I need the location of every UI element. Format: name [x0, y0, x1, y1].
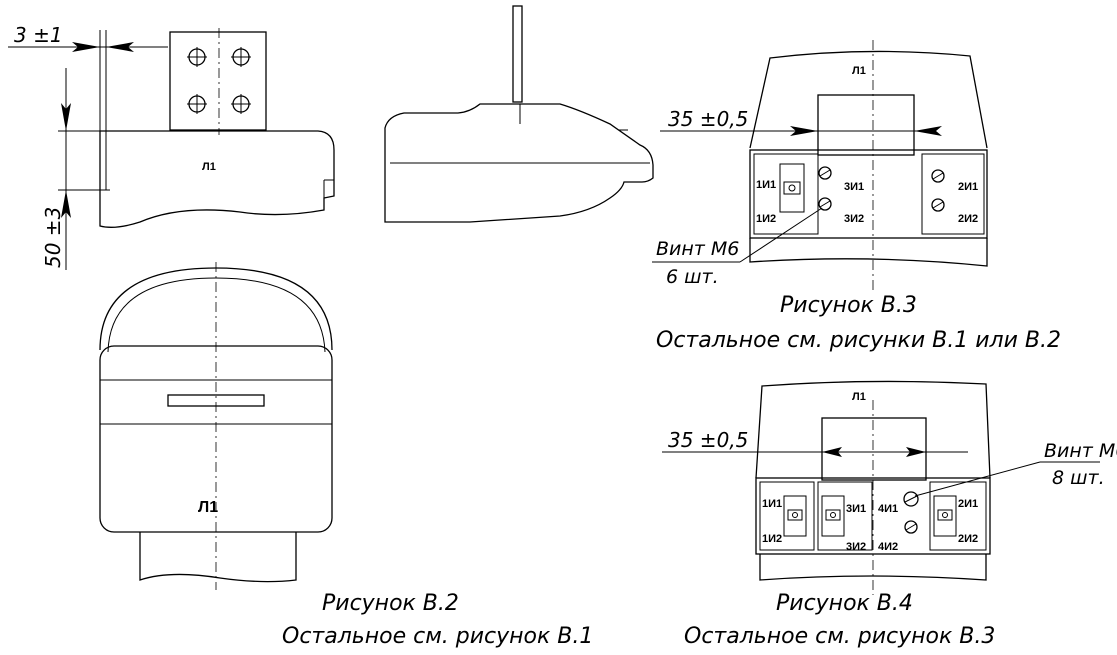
b2-caption-title: Рисунок В.2 — [322, 591, 459, 616]
b4-dimension-label: 35 ±0,5 — [668, 428, 748, 452]
b4-terminal-panel — [755, 477, 991, 555]
b3-screw-count: 6 шт. — [666, 266, 719, 288]
b4-marking-1i1: 1И1 — [762, 498, 782, 510]
b3-marking-2i1: 2И1 — [958, 181, 978, 193]
b3-broken-stem — [749, 238, 988, 267]
b3-marking-3i2: 3И2 — [844, 213, 864, 225]
b4-marking-2i1: 2И1 — [958, 498, 978, 510]
side-view-tube — [512, 5, 523, 103]
figure-b4: Л1 35 ±0,5 1И1 1И2 3И1 3И2 4И1 4И2 2И1 2… — [662, 380, 1117, 649]
b4-caption-note: Остальное см. рисунок В.3 — [684, 624, 995, 649]
b3-center-block — [817, 94, 915, 156]
b4-marking-4i1: 4И1 — [878, 503, 898, 515]
b4-marking-4i2: 4И2 — [878, 541, 898, 553]
b4-screw-count: 8 шт. — [1052, 467, 1105, 489]
b4-broken-stem — [759, 554, 987, 581]
b3-screw-leader: Винт М6 6 шт. — [652, 207, 823, 288]
figure-side-view — [384, 5, 654, 223]
figure-housing-with-plate: Л1 3 ±1 50 ±3 — [8, 23, 335, 270]
figure-b2: Л1 Рисунок В.2 Остальное см. рисунок В.1 — [99, 262, 593, 649]
dimension-height-label: 50 ±3 — [41, 207, 65, 268]
mounting-plate — [169, 31, 267, 131]
plate-bolt-holes — [187, 47, 251, 114]
b3-dimension: 35 ±0,5 — [660, 107, 942, 136]
b4-marking-l1: Л1 — [852, 391, 866, 403]
b3-screw-title: Винт М6 — [656, 238, 739, 260]
b4-dimension: 35 ±0,5 — [662, 428, 968, 457]
b4-marking-2i2: 2И2 — [958, 533, 978, 545]
marking-l1: Л1 — [202, 161, 216, 173]
b4-head — [755, 380, 991, 479]
b4-center-block — [821, 417, 927, 481]
b4-caption-title: Рисунок В.4 — [776, 591, 913, 616]
b4-screw-leader: Винт М6 8 шт. — [914, 440, 1117, 497]
b3-marking-1i1: 1И1 — [756, 179, 776, 191]
b3-caption-note: Остальное см. рисунки В.1 или В.2 — [656, 328, 1061, 353]
b2-caption-note: Остальное см. рисунок В.1 — [282, 624, 593, 649]
figure-b3: Л1 35 ±0,5 1И1 1И2 3И1 3И2 2И1 2И2 — [652, 40, 1061, 353]
dimension-height: 50 ±3 — [41, 68, 110, 270]
b4-marking-3i2: 3И2 — [846, 541, 866, 553]
side-view-body — [384, 103, 654, 223]
b2-marking-l1: Л1 — [198, 499, 218, 516]
dimension-gap: 3 ±1 — [8, 23, 168, 190]
b4-marking-1i2: 1И2 — [762, 533, 782, 545]
dimension-gap-label: 3 ±1 — [14, 23, 63, 47]
b3-caption-title: Рисунок В.3 — [780, 293, 917, 318]
b4-marking-3i1: 3И1 — [846, 503, 866, 515]
b3-marking-l1: Л1 — [852, 65, 866, 77]
housing-body — [99, 130, 335, 228]
b4-screw-title: Винт М6 — [1044, 440, 1117, 462]
b3-terminal-panel — [749, 149, 988, 239]
b3-head — [749, 50, 988, 149]
b3-dimension-label: 35 ±0,5 — [668, 107, 748, 131]
b3-marking-3i1: 3И1 — [844, 181, 864, 193]
b2-broken-stem — [139, 532, 297, 583]
b3-marking-1i2: 1И2 — [756, 213, 776, 225]
b3-marking-2i2: 2И2 — [958, 213, 978, 225]
